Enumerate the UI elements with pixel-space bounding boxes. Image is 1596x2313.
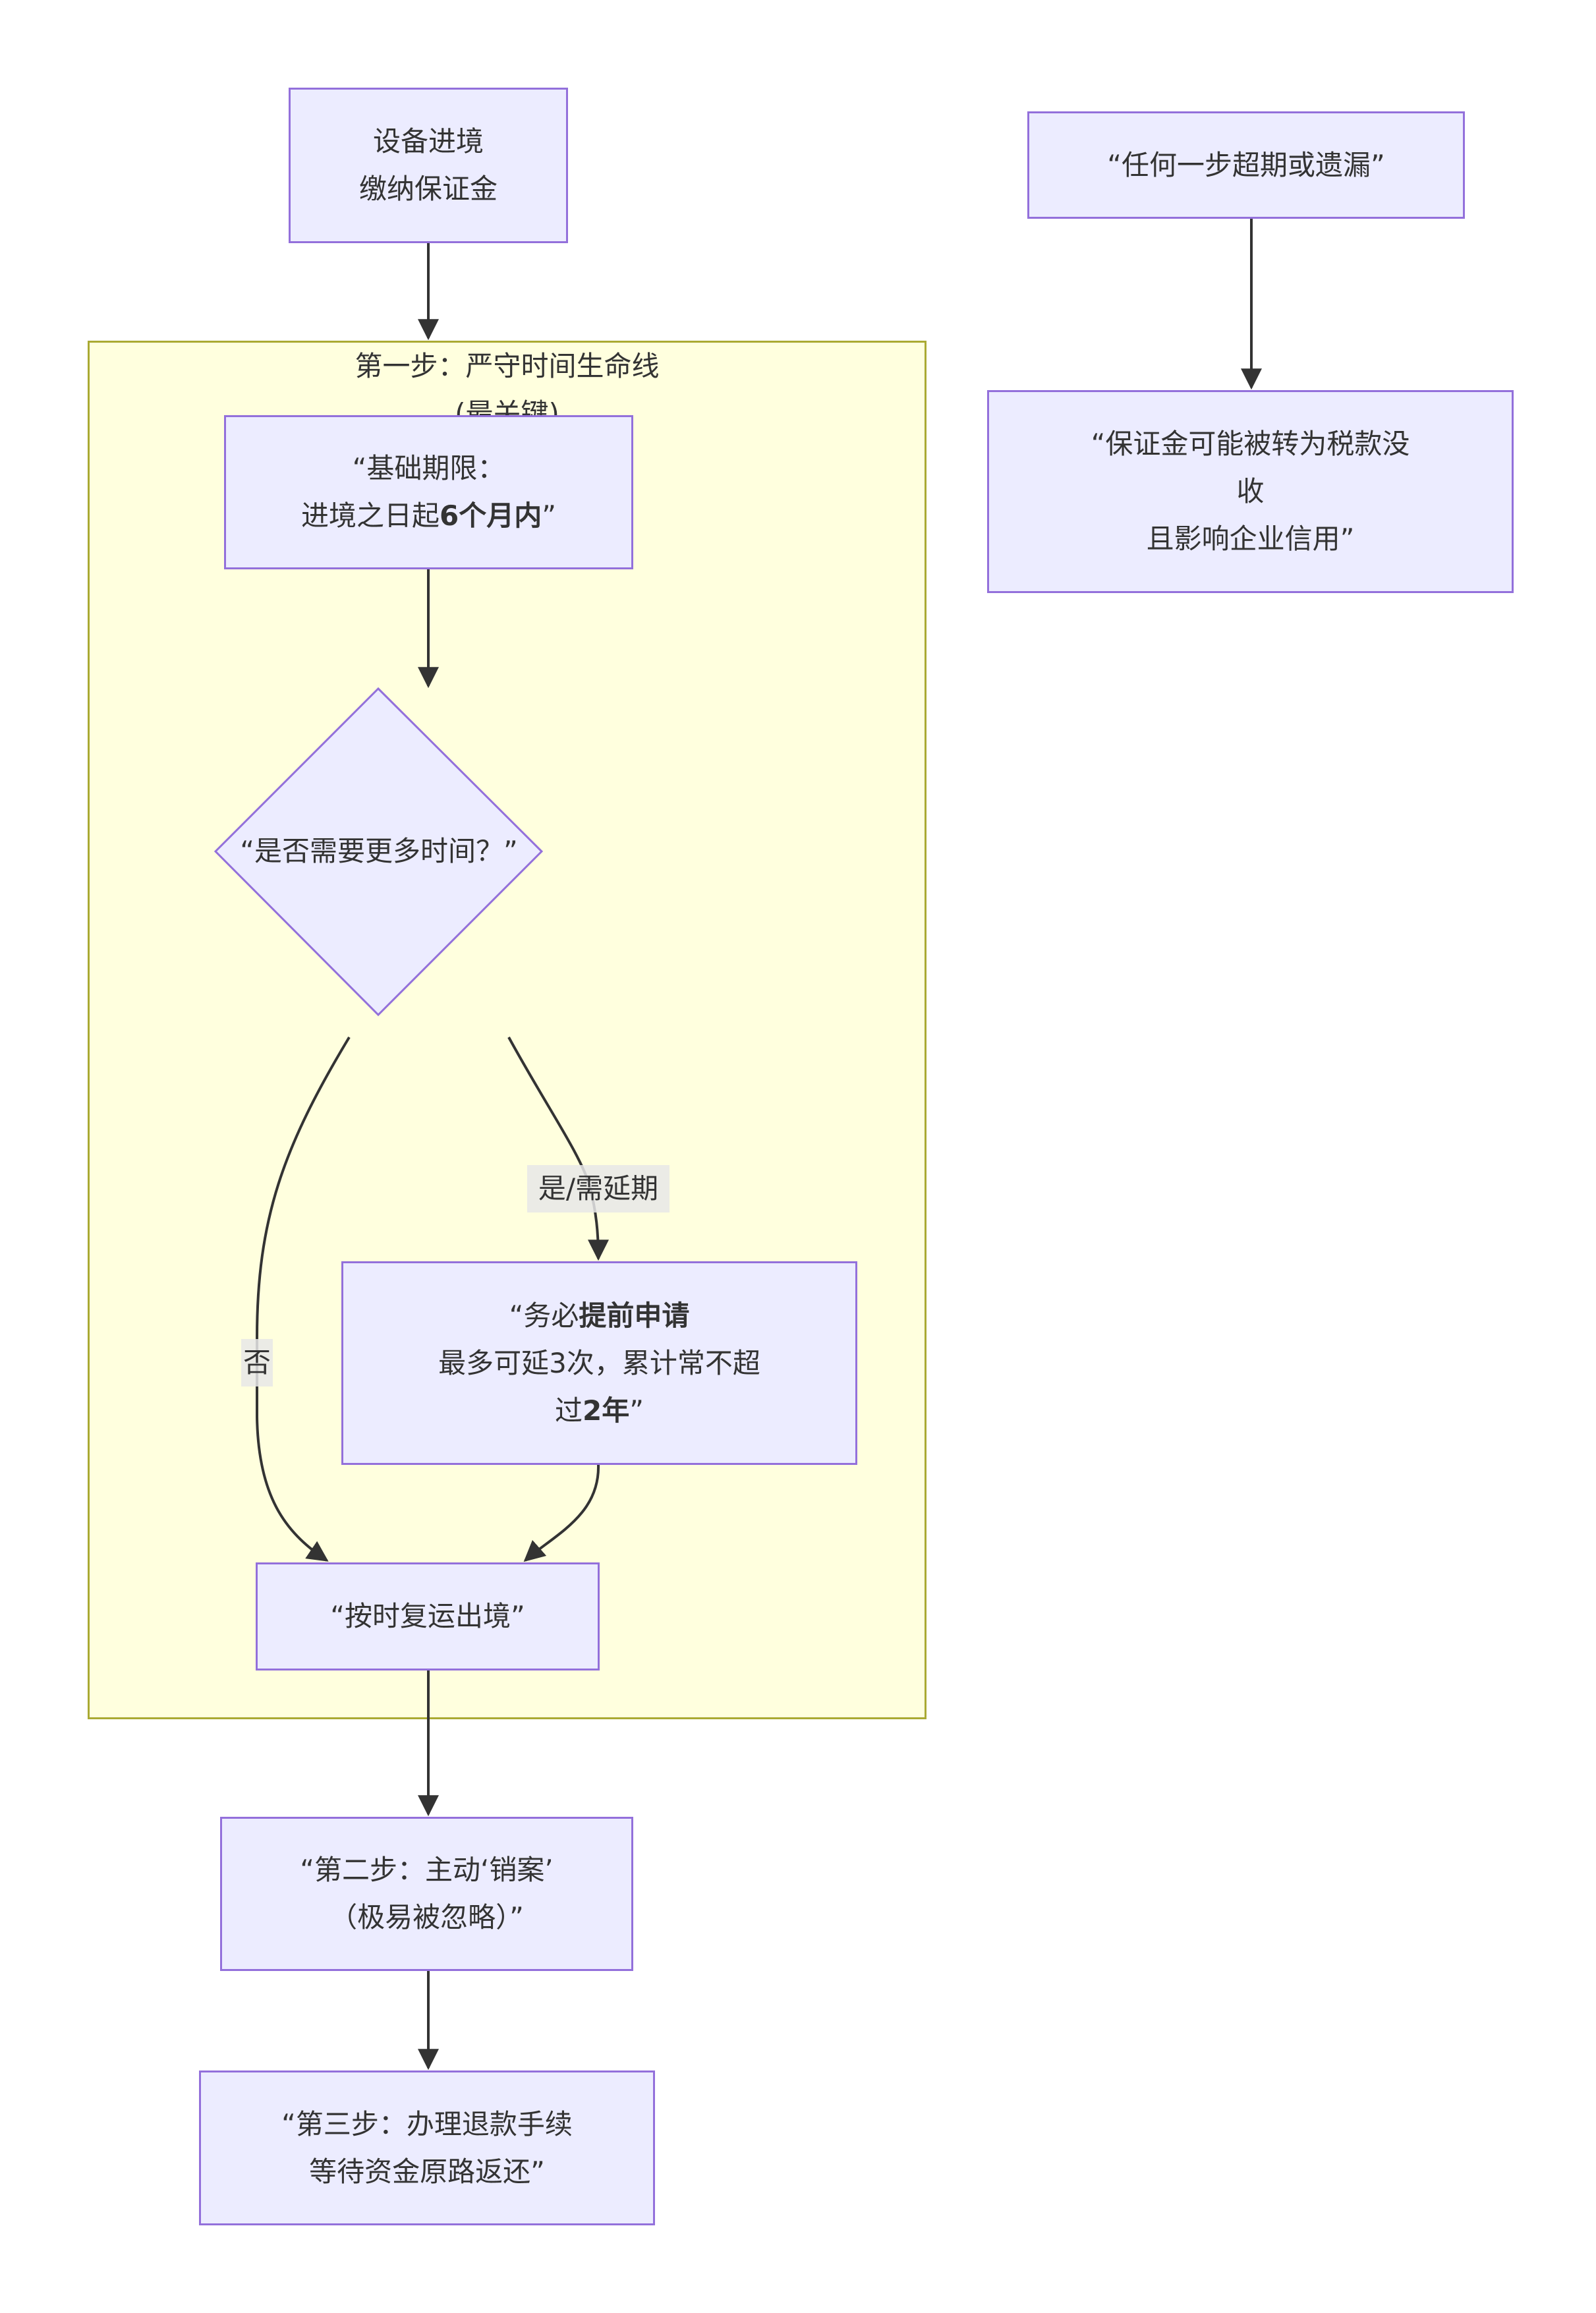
node-reexport[interactable]: “按时复运出境” bbox=[256, 1562, 600, 1670]
decision-label: “是否需要更多时间？” bbox=[240, 835, 518, 867]
node-consequence-line2: 收 bbox=[1236, 475, 1265, 507]
subgraph-step1: 第一步：严守时间生命线 (最关键) bbox=[88, 341, 926, 1719]
text-bold-segment: 6个月内 bbox=[440, 500, 542, 532]
edge-label-yes: 是/需延期 bbox=[527, 1165, 670, 1213]
node-risk[interactable]: “任何一步超期或遗漏” bbox=[1027, 111, 1465, 219]
text-bold-segment: 提前申请 bbox=[579, 1299, 690, 1332]
node-step3[interactable]: “第三步：办理退款手续 等待资金原路返还” bbox=[199, 2070, 655, 2225]
text-segment: ” bbox=[629, 1394, 644, 1427]
edge-decision-no bbox=[256, 1036, 351, 1562]
node-step2[interactable]: “第二步：主动‘销案’ （极易被忽略）” bbox=[220, 1817, 633, 1971]
node-extension-line1: “务必提前申请 bbox=[438, 1292, 760, 1340]
node-reexport-text: “按时复运出境” bbox=[330, 1600, 525, 1632]
subgraph-title-line1: 第一步：严守时间生命线 bbox=[355, 350, 660, 382]
node-decision[interactable] bbox=[214, 687, 544, 1017]
text-bold-segment: 2年 bbox=[583, 1394, 630, 1427]
edge-extension-to-reexport bbox=[523, 1464, 600, 1562]
subgraph-title: 第一步：严守时间生命线 (最关键) bbox=[90, 343, 925, 438]
node-start-line1: 设备进境 bbox=[372, 125, 484, 157]
edge-decision-yes bbox=[507, 1037, 609, 1261]
edge-label-no: 否 bbox=[241, 1339, 273, 1386]
node-step3-line1: “第三步：办理退款手续 bbox=[281, 2107, 573, 2140]
node-base-period-line2: 进境之日起6个月内” bbox=[301, 492, 556, 540]
node-step2-line2: （极易被忽略）” bbox=[329, 1901, 524, 1933]
node-start[interactable]: 设备进境 缴纳保证金 bbox=[289, 88, 568, 243]
node-consequence-line3: 且影响企业信用” bbox=[1146, 523, 1355, 555]
node-extension-line2: 最多可延3次，累计常不超 bbox=[438, 1346, 760, 1379]
text-segment: ” bbox=[542, 500, 556, 532]
node-consequence[interactable]: “保证金可能被转为税款没 收 且影响企业信用” bbox=[987, 390, 1514, 593]
node-base-period[interactable]: “基础期限： 进境之日起6个月内” bbox=[224, 415, 633, 569]
text-segment: 进境之日起 bbox=[300, 500, 440, 532]
node-extension-line3: 过2年” bbox=[438, 1387, 760, 1435]
node-risk-text: “任何一步超期或遗漏” bbox=[1107, 148, 1385, 181]
node-decision-text[interactable]: “是否需要更多时间？” bbox=[215, 832, 542, 871]
node-base-period-line1: “基础期限： bbox=[352, 452, 505, 484]
node-extension[interactable]: “务必提前申请 最多可延3次，累计常不超 过2年” bbox=[341, 1261, 857, 1465]
node-start-line2: 缴纳保证金 bbox=[358, 173, 498, 205]
node-step3-line2: 等待资金原路返还” bbox=[309, 2155, 545, 2188]
node-step2-line1: “第二步：主动‘销案’ bbox=[300, 1854, 554, 1886]
text-segment: 过 bbox=[554, 1394, 583, 1427]
node-consequence-line1: “保证金可能被转为税款没 bbox=[1091, 428, 1410, 460]
text-segment: “务必 bbox=[509, 1299, 579, 1332]
